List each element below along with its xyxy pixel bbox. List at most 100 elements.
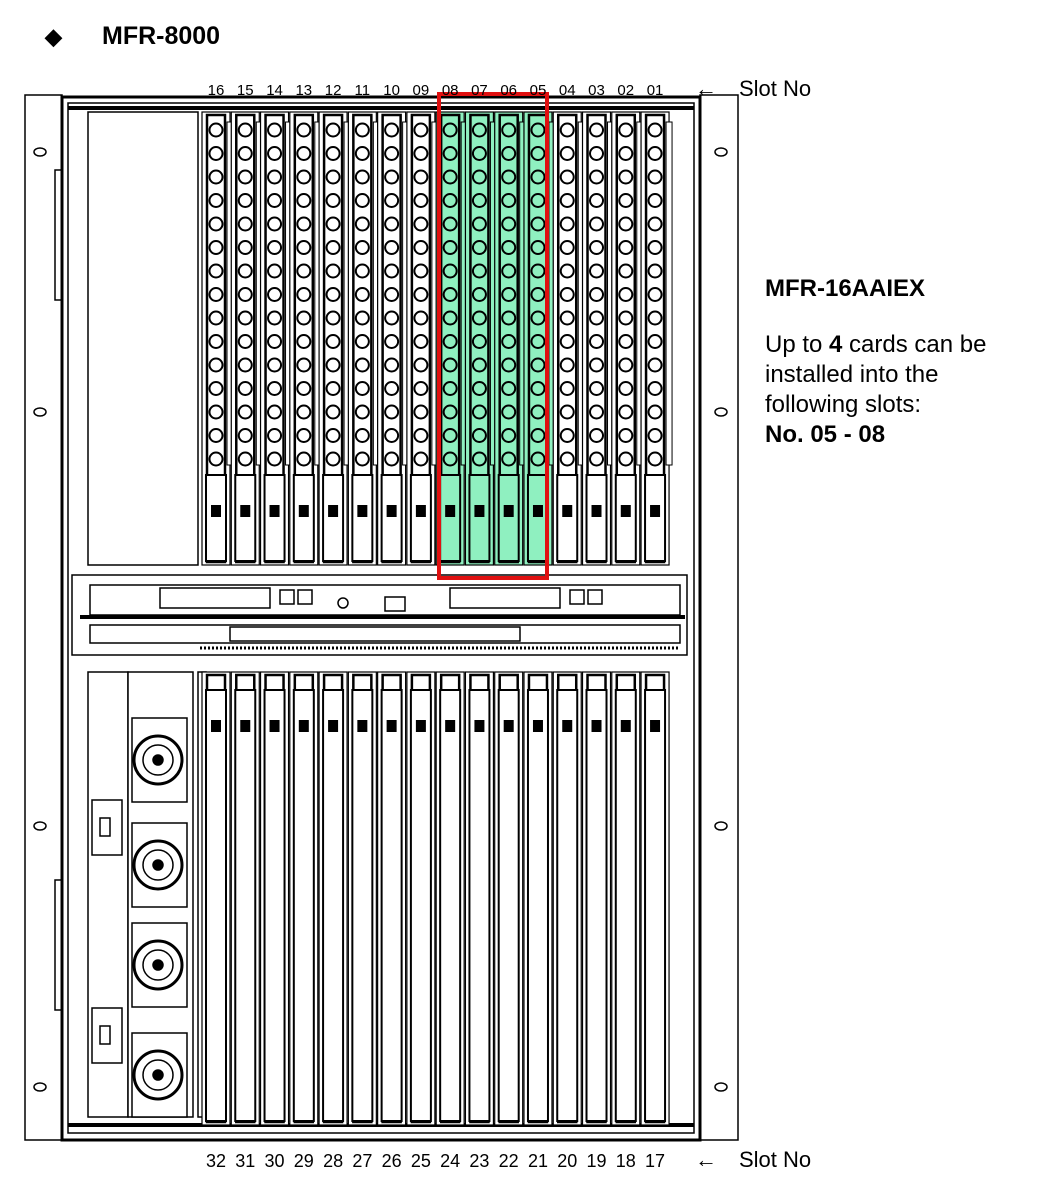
connector-icon (559, 381, 575, 396)
fan-icon (131, 1032, 188, 1118)
rail-hole (33, 1082, 47, 1092)
card-slot-06 (494, 111, 527, 566)
connector-icon (384, 193, 400, 208)
connector-icon (413, 216, 429, 232)
connector-icon (267, 122, 283, 138)
slot-no-label-top: ←Slot No (695, 76, 811, 102)
card-slot-10 (377, 111, 410, 566)
connector-icon (589, 240, 605, 255)
card-slot-32 (201, 671, 231, 1126)
connector-icon (589, 146, 605, 161)
connector-icon (237, 146, 253, 161)
connector-icon (237, 216, 253, 232)
connector-icon (589, 357, 605, 373)
connector-icon (384, 404, 400, 420)
connector-icon (589, 404, 605, 420)
connector-icon (618, 404, 634, 420)
card-slot-28 (318, 671, 348, 1126)
connector-icon (618, 287, 634, 302)
connector-icon (354, 263, 370, 279)
connector-icon (589, 381, 605, 396)
connector-icon (296, 216, 312, 232)
card-slot-21 (523, 671, 553, 1126)
slot-number-bottom: 30 (265, 1151, 285, 1171)
connector-icon (208, 310, 224, 326)
connector-icon (589, 310, 605, 326)
connector-icon (208, 122, 224, 138)
card-slot-14 (259, 111, 293, 566)
connector-icon (471, 263, 487, 279)
connector-icon (442, 287, 458, 302)
connector-icon (530, 240, 546, 255)
connector-icon (501, 169, 517, 185)
slot-number-bottom: 20 (557, 1151, 577, 1171)
connector-icon (296, 381, 312, 396)
card-slot-04 (552, 111, 585, 566)
slot-number-top: 11 (355, 82, 371, 99)
connector-icon (208, 451, 224, 467)
connector-icon (384, 428, 400, 443)
connector-icon (559, 193, 575, 208)
slot-number-bottom: 29 (294, 1151, 314, 1171)
connector-icon (208, 404, 224, 420)
connector-icon (325, 381, 341, 396)
connector-icon (413, 381, 429, 396)
slot-number-top: 03 (588, 82, 605, 99)
connector-icon (501, 146, 517, 161)
connector-icon (471, 428, 487, 443)
connector-icon (530, 122, 546, 138)
connector-icon (208, 263, 224, 279)
slot-number-bottom: 18 (616, 1151, 636, 1171)
fan-icon (131, 822, 188, 908)
rail-hole (714, 147, 728, 157)
connector-icon (413, 428, 429, 443)
slot-number-bottom: 19 (586, 1151, 606, 1171)
allowed-slots: No. 05 - 08 (765, 421, 886, 448)
slot-no-label-bottom: ← Slot No (695, 1147, 811, 1173)
connector-icon (471, 146, 487, 161)
connector-icon (296, 146, 312, 161)
connector-icon (208, 216, 224, 232)
connector-icon (442, 428, 458, 443)
connector-icon (530, 404, 546, 420)
connector-icon (471, 193, 487, 208)
connector-icon (647, 381, 663, 396)
connector-icon (237, 193, 253, 208)
connector-icon (325, 404, 341, 420)
connector-icon (647, 193, 663, 208)
connector-icon (267, 193, 283, 208)
slot-no-text: Slot No (739, 1147, 812, 1172)
slot-number-bottom: 17 (645, 1151, 665, 1171)
connector-icon (647, 404, 663, 420)
connector-icon (267, 169, 283, 185)
connector-icon (354, 146, 370, 161)
card-slot-07 (464, 111, 497, 566)
connector-icon (413, 287, 429, 302)
fan-icon (131, 922, 188, 1008)
connector-icon (384, 122, 400, 138)
connector-icon (296, 263, 312, 279)
chassis-model: MFR-8000 (102, 22, 221, 50)
connector-icon (354, 404, 370, 420)
slot-number-top: 09 (413, 82, 430, 99)
connector-icon (442, 216, 458, 232)
connector-icon (325, 287, 341, 302)
arrow-left-icon: ← (695, 1147, 717, 1172)
connector-icon (354, 216, 370, 232)
card-slot-27 (347, 671, 377, 1126)
connector-icon (296, 310, 312, 326)
connector-icon (237, 240, 253, 255)
connector-icon (208, 169, 224, 185)
connector-icon (296, 169, 312, 185)
connector-icon (471, 169, 487, 185)
connector-icon (501, 122, 517, 138)
card-slot-11 (347, 111, 380, 566)
connector-icon (267, 428, 283, 443)
rail-hole (714, 407, 728, 417)
connector-icon (237, 451, 253, 467)
card-slot-01 (640, 111, 673, 566)
connector-icon (559, 263, 575, 279)
slot-number-bottom: 24 (440, 1151, 460, 1171)
connector-icon (589, 334, 605, 349)
diamond-bullet-icon: ◆ (45, 24, 62, 49)
